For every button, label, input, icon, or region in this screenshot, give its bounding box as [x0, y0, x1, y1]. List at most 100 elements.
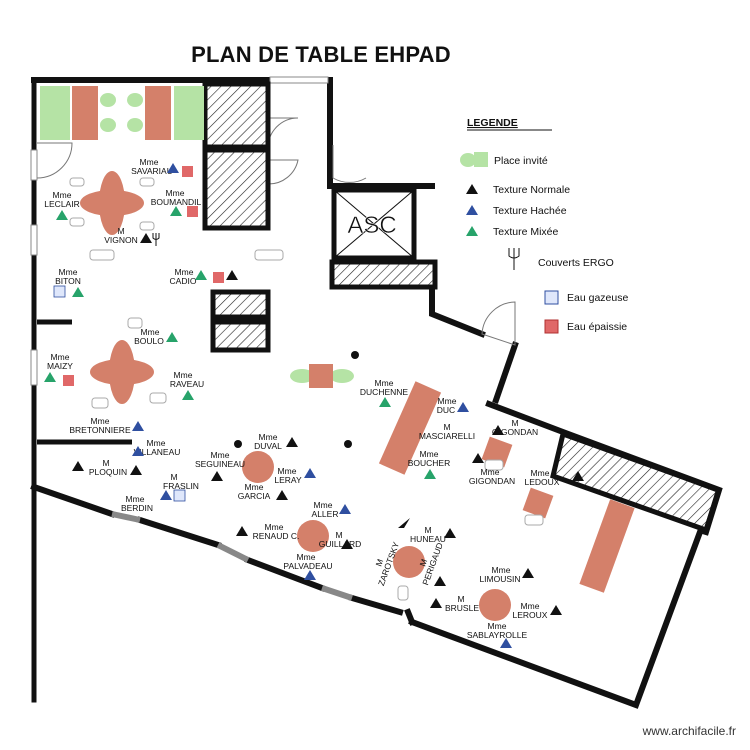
eau-gazeuse-icon: [53, 285, 66, 298]
resident-label: Mme: [488, 621, 507, 631]
windows: [30, 76, 329, 386]
resident-label: HUNEAU: [410, 534, 446, 544]
resident-label: BITON: [55, 276, 81, 286]
resident-label: BERDIN: [121, 503, 153, 513]
resident-label: Mme: [211, 450, 230, 460]
chairs: [69, 177, 544, 601]
resident-label: LEDOUX: [525, 477, 560, 487]
elevator: ASC: [331, 187, 417, 261]
texture-normale: [72, 233, 584, 615]
resident-label: MASCIARELLI: [419, 431, 475, 441]
resident-label: Mme: [375, 378, 394, 388]
fork-icon: [152, 233, 160, 246]
resident-label: Mme: [53, 190, 72, 200]
resident-label: BRUSLE: [445, 603, 479, 613]
resident-label: Mme: [420, 449, 439, 459]
eau-epaissie-icon: [187, 206, 198, 217]
tables: [80, 171, 635, 621]
resident-label: Mme: [259, 432, 278, 442]
long-table-1: [378, 381, 442, 475]
resident-label: BRETONNIERE: [69, 425, 131, 435]
small-table-2: [522, 487, 554, 519]
resident-label: GIGONDAN: [492, 427, 538, 437]
resident-label: BOUMANDIL: [151, 197, 202, 207]
legend-couverts: Couverts ERGO: [538, 257, 614, 269]
resident-label: PALVADEAU: [283, 561, 332, 571]
texture-mixee: [44, 206, 436, 479]
legend-mixee: Texture Mixée: [493, 226, 559, 238]
resident-label: DUCHENNE: [360, 387, 409, 397]
resident-label: DUVAL: [254, 441, 282, 451]
resident-label: DUC: [437, 405, 455, 415]
resident-label: SAVARIAU: [131, 166, 173, 176]
resident-labels: Mme SAVARIAU Mme LECLAIR Mme BOUMANDIL M…: [44, 157, 560, 640]
resident-label: GARCIA: [238, 491, 271, 501]
resident-label: BOULO: [134, 336, 164, 346]
resident-label: GIGONDAN: [469, 476, 515, 486]
walls: [30, 77, 723, 709]
resident-label: Mme: [147, 438, 166, 448]
resident-label: RAVEAU: [170, 379, 204, 389]
legend-gazeuse: Eau gazeuse: [567, 292, 628, 304]
resident-label: Mme: [492, 565, 511, 575]
resident-label: LECLAIR: [44, 199, 79, 209]
resident-label: VILLANEAU: [134, 447, 181, 457]
resident-label: GUILLARD: [319, 539, 362, 549]
eau-epaissie-icon: [544, 319, 559, 334]
resident-label: LEROUX: [513, 610, 548, 620]
windows-bottom: [111, 511, 353, 601]
legend: LEGENDE Place invité Texture Normale Tex…: [460, 117, 628, 334]
legend-hachee: Texture Hachée: [493, 205, 567, 217]
legend-normal: Texture Normale: [493, 184, 570, 196]
resident-label: M: [335, 530, 342, 540]
page-title: PLAN DE TABLE EHPAD: [191, 42, 451, 67]
hatched-blocks: [202, 81, 723, 534]
eau-epaissie-icon: [182, 166, 193, 177]
eau-gazeuse-icon: [544, 290, 559, 305]
long-table-2: [579, 499, 635, 593]
resident-label: Mme: [126, 494, 145, 504]
interior-walls: [37, 319, 132, 445]
resident-label: M: [374, 558, 386, 568]
eau-epaissie-icon: [63, 375, 74, 386]
resident-label: MAIZY: [47, 361, 73, 371]
fork-icon: [508, 248, 520, 270]
resident-label: M: [117, 226, 124, 236]
resident-label: Mme: [51, 352, 70, 362]
resident-label: Mme: [141, 327, 160, 337]
resident-label: PLOQUIN: [89, 467, 127, 477]
elevator-label: ASC: [347, 212, 396, 239]
eau-gazeuse-icon: [173, 489, 186, 502]
resident-label: Mme: [166, 188, 185, 198]
resident-label: Mme: [265, 522, 284, 532]
resident-label: ALLER: [312, 509, 339, 519]
resident-label: Mme: [314, 500, 333, 510]
resident-label: Mme: [531, 468, 550, 478]
resident-label: Mme: [278, 466, 297, 476]
resident-label: BOUCHER: [408, 458, 451, 468]
resident-label: M: [418, 558, 430, 568]
water-icons: [53, 166, 224, 502]
resident-label: RENAUD C.: [253, 531, 300, 541]
resident-label: SEGUINEAU: [195, 459, 245, 469]
texture-hachee: [132, 163, 512, 648]
resident-label: VIGNON: [104, 235, 138, 245]
top-tables: [40, 86, 204, 140]
resident-label: Mme: [140, 157, 159, 167]
resident-label: CADIO: [170, 276, 197, 286]
legend-epaissie: Eau épaissie: [567, 321, 627, 333]
resident-label: Mme: [521, 601, 540, 611]
resident-label: M: [424, 525, 431, 535]
resident-label: Mme: [59, 267, 78, 277]
resident-label: Mme: [245, 482, 264, 492]
eau-epaissie-icon: [213, 272, 224, 283]
resident-label: Mme: [481, 467, 500, 477]
resident-label: Mme: [175, 267, 194, 277]
texture-markers: [44, 163, 584, 648]
legend-guest: Place invité: [494, 155, 548, 167]
legend-title: LEGENDE: [467, 117, 518, 129]
resident-label: Mme: [91, 416, 110, 426]
resident-label: Mme: [174, 370, 193, 380]
clover-table-1: [80, 171, 144, 235]
